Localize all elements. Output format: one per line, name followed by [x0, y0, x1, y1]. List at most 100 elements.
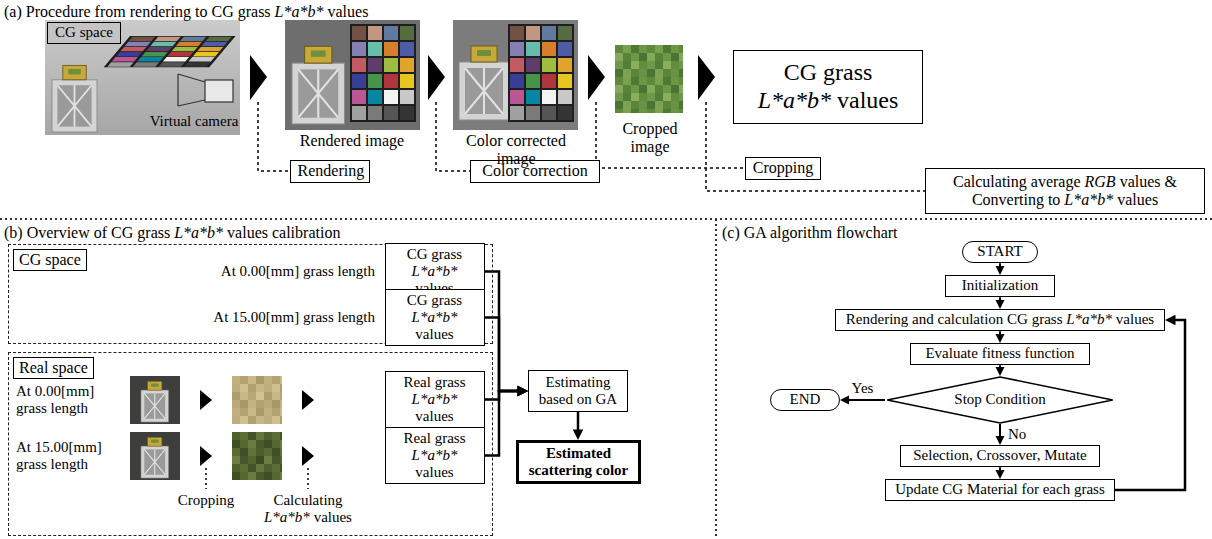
- italic-symbol: L*a*b*: [264, 509, 310, 525]
- process-box: Initialization: [945, 275, 1055, 297]
- terminal: START: [962, 241, 1038, 263]
- virtual-camera: [178, 74, 233, 106]
- value-box: Real grass L*a*b* values: [385, 371, 485, 428]
- grass-tower: [292, 46, 345, 124]
- node-label: CG grass L*a*b* values: [391, 292, 478, 344]
- italic-symbol: L*a*b*: [1064, 191, 1113, 208]
- region-heading: CG space: [13, 249, 87, 271]
- image-label: Cropped image: [602, 120, 698, 157]
- condition-label: At 0.00[mm] grass length: [190, 263, 375, 280]
- chevron: [428, 55, 445, 100]
- italic-symbol: L*a*b*: [412, 309, 458, 325]
- connector: [996, 424, 1005, 445]
- chevron: [588, 55, 605, 100]
- panel-heading: (a) Procedure from rendering to CG grass…: [4, 3, 368, 21]
- step-box: Calculating average RGB values & Convert…: [925, 168, 1205, 214]
- chevron: [200, 446, 212, 466]
- italic-symbol: L*a*b*: [758, 87, 831, 113]
- connector-line: [485, 391, 522, 400]
- node-label: START: [977, 243, 1022, 260]
- italic-symbol: L*a*b*: [412, 263, 458, 279]
- cg-space-render: [45, 20, 240, 135]
- arrowhead: [996, 334, 1005, 343]
- arrowhead: [996, 470, 1005, 479]
- node-label: Estimated scattering color: [524, 445, 633, 480]
- italic-symbol: L*a*b*: [174, 224, 223, 241]
- connector-line: [485, 272, 522, 392]
- italic-symbol: RGB: [1085, 173, 1116, 190]
- result-box: CG grass L*a*b* values: [733, 50, 923, 124]
- process-box: Estimating based on GA: [528, 370, 628, 412]
- condition-label: At 0.00[mm] grass length: [16, 383, 116, 418]
- chevron: [698, 55, 715, 100]
- space-tag: CG space: [47, 22, 121, 44]
- color-checker: [508, 24, 574, 122]
- chevron: [200, 390, 212, 410]
- node-label: Real grass L*a*b* values: [391, 374, 478, 426]
- arrowhead: [518, 386, 529, 397]
- connector: [996, 263, 1005, 275]
- italic-symbol: L*a*b*: [1066, 311, 1112, 327]
- node-label: Real grass L*a*b* values: [391, 430, 478, 482]
- node-label: Stop Condition: [954, 391, 1045, 408]
- camera-body: [205, 80, 233, 102]
- connector: [996, 297, 1005, 309]
- step-chevrons: [200, 390, 314, 466]
- chevron: [250, 55, 267, 100]
- node-label: Estimating based on GA: [535, 374, 622, 409]
- process-box: Update CG Material for each grass: [885, 479, 1115, 501]
- node-label: Update CG Material for each grass: [895, 481, 1105, 498]
- real-crop: [232, 376, 282, 424]
- rendered-image: [285, 20, 420, 130]
- condition-label: At 15.00[mm] grass length: [16, 439, 116, 474]
- connector: [573, 412, 584, 440]
- arrowhead: [1165, 315, 1176, 326]
- node-label: Evaluate fitness function: [925, 345, 1074, 362]
- connector: [485, 386, 529, 400]
- edge-label: No: [1006, 426, 1028, 443]
- output-box: Estimated scattering color: [516, 440, 641, 484]
- grass-tower: [141, 437, 169, 478]
- arrowhead: [996, 300, 1005, 309]
- arrowhead: [518, 386, 529, 397]
- italic-symbol: L*a*b*: [275, 3, 324, 20]
- cropped-image: [615, 45, 683, 113]
- step-label: Calculating L*a*b* values: [258, 492, 358, 527]
- process-box: Evaluate fitness function: [910, 343, 1090, 365]
- node-label: Rendering and calculation CG grass L*a*b…: [846, 311, 1154, 328]
- space-region: CG spaceCG grass L*a*b* valuesCG grass L…: [8, 244, 493, 344]
- color-checker: [350, 24, 416, 122]
- value-box: Real grass L*a*b* values: [385, 427, 485, 484]
- connector-line: [1115, 320, 1185, 490]
- arrowhead: [996, 367, 1005, 376]
- camera-frustum: [178, 74, 205, 106]
- italic-symbol: L*a*b*: [412, 391, 458, 407]
- image-label: Rendered image: [292, 132, 412, 150]
- connector: [485, 272, 529, 397]
- real-crop: [232, 432, 282, 480]
- chevron: [302, 446, 314, 466]
- node-label: END: [790, 391, 821, 408]
- decision-diamond: Stop Condition: [885, 376, 1115, 424]
- edge-label: Yes: [850, 380, 876, 397]
- node-label: CG grass L*a*b* values: [753, 59, 904, 114]
- italic-symbol: L*a*b*: [412, 447, 458, 463]
- condition-label: At 15.00[mm] grass length: [190, 309, 375, 326]
- step-label: Cropping: [168, 492, 244, 509]
- color-checker: [104, 36, 236, 67]
- region-heading: Real space: [13, 357, 94, 379]
- step-chevrons: [250, 55, 715, 100]
- arrowhead: [840, 396, 849, 405]
- connector-line: [485, 318, 522, 392]
- arrowhead: [518, 386, 529, 397]
- corrected-image: [453, 20, 578, 130]
- connector: [996, 467, 1005, 479]
- diamond-shape: [887, 377, 1112, 423]
- grass-tower: [52, 65, 97, 132]
- node-label: Initialization: [962, 277, 1039, 294]
- value-box: CG grass L*a*b* values: [385, 289, 485, 346]
- grass-tower: [459, 46, 509, 120]
- terminal: END: [770, 389, 840, 411]
- node-label: CG space: [55, 24, 113, 41]
